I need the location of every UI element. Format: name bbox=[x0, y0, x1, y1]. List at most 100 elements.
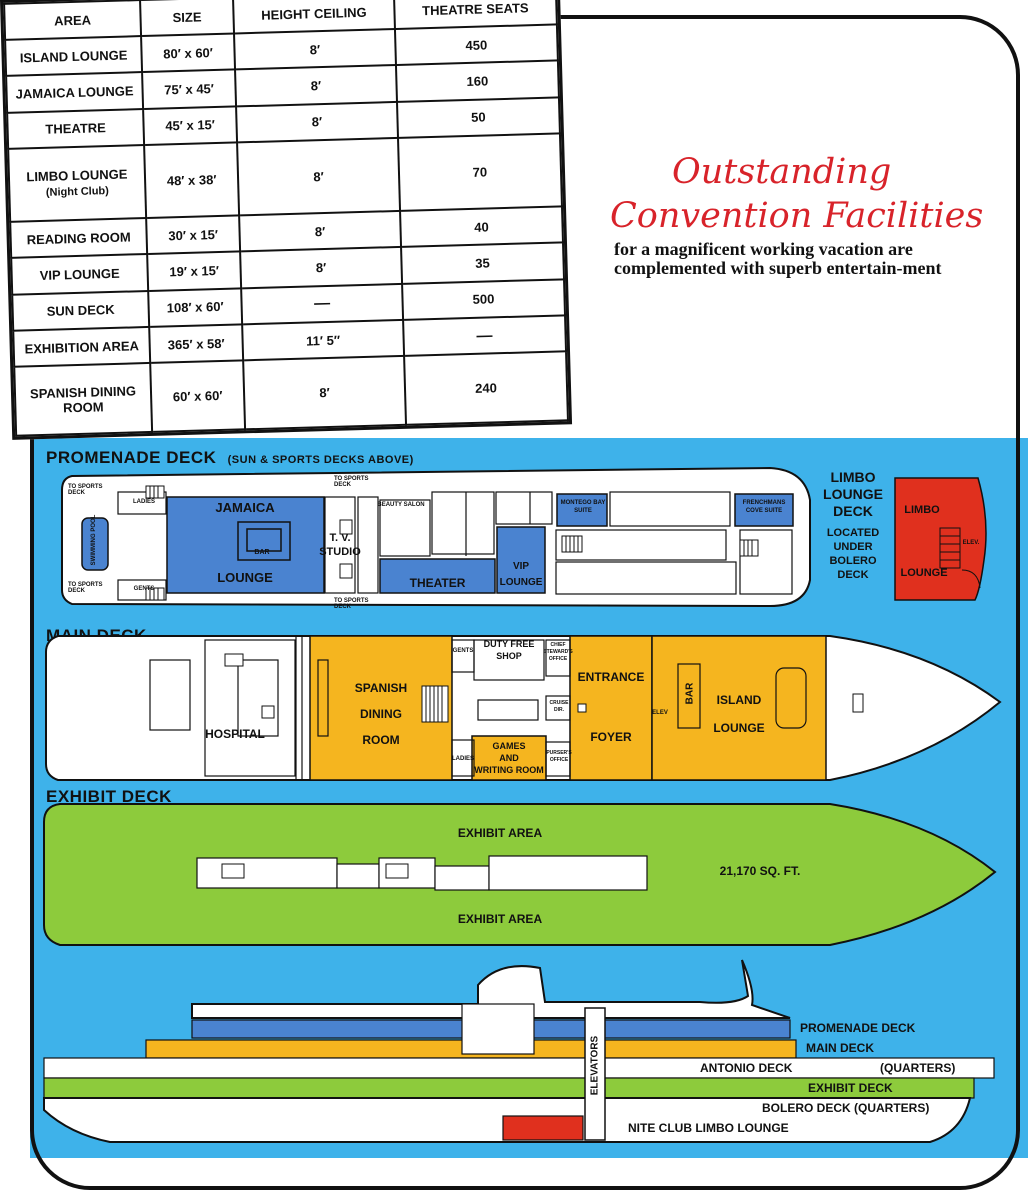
main-elev-label: ELEV bbox=[652, 710, 668, 716]
promenade-gents-label: GENTS bbox=[133, 586, 155, 592]
limbo-elev-label: ELEV. bbox=[962, 540, 980, 546]
frenchmans-label-2: COVE SUITE bbox=[745, 508, 783, 514]
promenade-deck-subtitle: (SUN & SPORTS DECKS ABOVE) bbox=[227, 454, 414, 466]
games-writing-block bbox=[471, 735, 547, 781]
jamaica-label: JAMAICA bbox=[215, 500, 275, 515]
limbo-room-label-1: LIMBO bbox=[904, 504, 940, 516]
profile-bolero-label: BOLERO DECK (QUARTERS) bbox=[762, 1101, 930, 1115]
purser-label-2: OFFICE bbox=[549, 757, 569, 763]
page-heading: Outstanding Convention Facilities bbox=[610, 150, 1010, 238]
stair-hatching bbox=[149, 486, 753, 600]
chief-label-3: OFFICE bbox=[548, 656, 568, 662]
cruise-label-1: CRUISE bbox=[549, 700, 569, 706]
island-label-1: ISLAND bbox=[716, 693, 762, 707]
profile-antonio-label: ANTONIO DECK bbox=[700, 1061, 793, 1075]
to-sports-deck-label-3: TO SPORTS DECK bbox=[334, 476, 369, 488]
frenchmans-label-1: FRENCHMANS bbox=[742, 500, 786, 506]
profile-limbo-room bbox=[502, 1115, 584, 1141]
promenade-deck-title-text: PROMENADE DECK bbox=[46, 448, 217, 467]
hospital-label: HOSPITAL bbox=[205, 727, 265, 741]
chief-label-2: STEWARD'S bbox=[543, 649, 573, 655]
jamaica-bar-outer bbox=[237, 521, 291, 561]
main-stair-hatching bbox=[425, 686, 443, 722]
vip-label: VIP bbox=[512, 561, 530, 572]
theater-block bbox=[379, 558, 496, 594]
promenade-deck-title: PROMENADE DECK (SUN & SPORTS DECKS ABOVE… bbox=[46, 448, 414, 468]
duty-free-shop-label: DUTY FREE SHOP bbox=[474, 638, 544, 662]
limbo-title-2: LOUNGE bbox=[823, 486, 883, 502]
limbo-note-3: BOLERO bbox=[829, 555, 877, 567]
limbo-title-3: DECK bbox=[833, 503, 873, 519]
exhibit-center-block bbox=[196, 855, 648, 891]
promenade-ladies-label: LADIES bbox=[132, 499, 155, 505]
entrance-label: ENTRANCE bbox=[577, 670, 645, 684]
games-writing-label: GAMES AND WRITING ROOM bbox=[472, 740, 546, 776]
island-label-2: LOUNGE bbox=[713, 721, 765, 735]
main-gents-label: GENTS bbox=[452, 648, 474, 654]
frenchmans-suite-block bbox=[734, 493, 794, 527]
exhibit-deck-title: EXHIBIT DECK bbox=[46, 787, 172, 806]
main-interior-lines bbox=[149, 636, 807, 780]
montego-label-1: MONTEGO BAY bbox=[560, 500, 606, 506]
jamaica-lounge-label: LOUNGE bbox=[217, 570, 273, 585]
limbo-deck-title: LIMBO LOUNGE DECK bbox=[808, 469, 898, 520]
main-bar-label: BAR bbox=[684, 682, 696, 705]
limbo-note-4: DECK bbox=[837, 569, 869, 581]
games-label-2: AND bbox=[499, 753, 519, 763]
beauty-salon-label: BEAUTY SALON bbox=[377, 502, 425, 508]
to-sports-deck-label-4: TO SPORTS DECK bbox=[334, 598, 369, 610]
main-ladies-label: LADIES bbox=[451, 756, 474, 762]
limbo-title-1: LIMBO bbox=[830, 469, 876, 485]
jamaica-lounge-block bbox=[166, 496, 325, 594]
purser-label-1: PURSER'S bbox=[546, 750, 572, 756]
profile-nite-club-label: NITE CLUB LIMBO LOUNGE bbox=[628, 1121, 789, 1135]
heading-line-2: Convention Facilities bbox=[610, 196, 984, 236]
heading-subtext: for a magnificent working vacation are c… bbox=[614, 239, 942, 278]
foyer-label: FOYER bbox=[590, 730, 632, 744]
jamaica-bar-inner bbox=[246, 528, 282, 552]
profile-promenade-label: PROMENADE DECK bbox=[800, 1021, 916, 1035]
cruise-label-2: DIR. bbox=[554, 707, 564, 713]
chief-steward-label: CHIEF STEWARD'S OFFICE bbox=[540, 642, 576, 663]
profile-exhibit-label: EXHIBIT DECK bbox=[808, 1081, 893, 1095]
tv-studio-label-1: T. V. bbox=[329, 532, 351, 544]
duty-free-label-1: DUTY FREE bbox=[483, 639, 535, 649]
promenade-interior-lines bbox=[117, 491, 793, 601]
purser-office-label: PURSER'S OFFICE bbox=[542, 750, 576, 764]
exhibit-sqft-label: 21,170 SQ. FT. bbox=[719, 864, 801, 878]
ship-profile-superstructure bbox=[191, 959, 791, 1019]
island-lounge-block bbox=[651, 635, 827, 781]
games-label-3: WRITING ROOM bbox=[474, 765, 544, 775]
elevators-label: ELEVATORS bbox=[589, 1035, 601, 1096]
montego-label-2: SUITE bbox=[574, 508, 592, 514]
theater-label: THEATER bbox=[409, 576, 466, 590]
profile-antonio-band bbox=[43, 1057, 995, 1079]
to-sports-deck-label-2: TO SPORTS DECK bbox=[68, 582, 103, 594]
limbo-stairs bbox=[939, 527, 981, 589]
duty-free-label-2: SHOP bbox=[496, 651, 522, 661]
limbo-room-label-2: LOUNGE bbox=[900, 567, 948, 579]
limbo-note-2: UNDER bbox=[833, 541, 873, 553]
to-sports-deck-label-1: TO SPORTS DECK bbox=[68, 484, 103, 496]
cruise-director-label: CRUISE DIR. bbox=[542, 700, 576, 714]
spanish-dining-label: SPANISH DINING ROOM bbox=[310, 675, 452, 753]
heading-line-1: Outstanding bbox=[672, 152, 892, 192]
spanish-dining-label-2: DINING bbox=[360, 707, 402, 721]
limbo-note-1: LOCATED bbox=[826, 527, 880, 539]
tv-studio-label-2: STUDIO bbox=[319, 546, 361, 558]
games-label-1: GAMES bbox=[492, 741, 526, 751]
chief-label-1: CHIEF bbox=[550, 642, 566, 648]
montego-suite-block bbox=[556, 493, 608, 527]
profile-funnel-window bbox=[461, 1003, 535, 1055]
island-lounge-label: ISLAND LOUNGE bbox=[700, 686, 778, 742]
limbo-deck-note: LOCATED UNDER BOLERO DECK bbox=[808, 526, 898, 582]
spanish-dining-label-3: ROOM bbox=[362, 733, 400, 747]
exhibit-stair-icons bbox=[221, 863, 409, 879]
profile-main-label: MAIN DECK bbox=[806, 1041, 874, 1055]
jamaica-bar-label: BAR bbox=[254, 549, 270, 556]
exhibit-area-bottom-label: EXHIBIT AREA bbox=[457, 912, 543, 926]
vip-lounge-block bbox=[496, 526, 546, 594]
exhibit-area-top-label: EXHIBIT AREA bbox=[457, 826, 543, 840]
